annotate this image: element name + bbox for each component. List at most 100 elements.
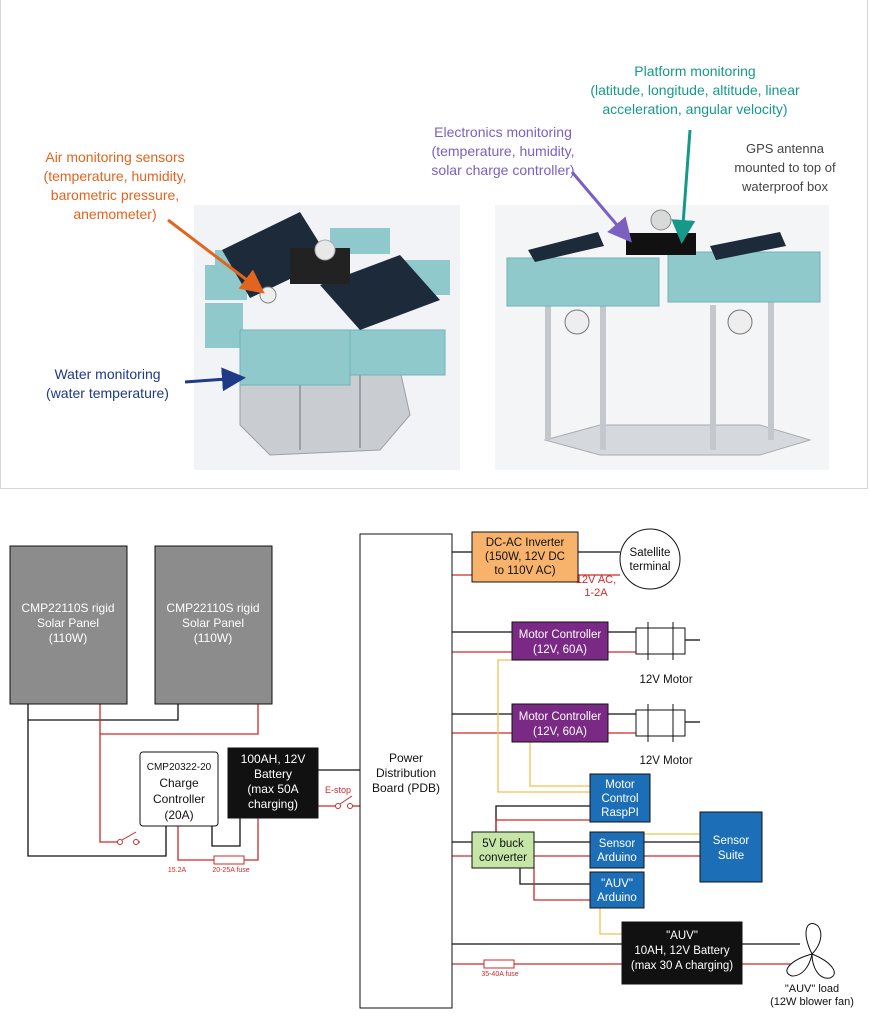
- platform-arrow: [671, 129, 696, 244]
- inverter-label: to 110V AC): [494, 565, 555, 577]
- pdb-label: Power: [389, 751, 423, 765]
- fuse-2-label: 35-40A fuse: [481, 971, 518, 978]
- platform-label-line: (latitude, longitude, altitude, linear: [590, 82, 800, 98]
- fuse-2: [483, 959, 515, 969]
- air-label-line: barometric pressure,: [50, 187, 180, 203]
- solar1-label: CMP22110S rigid: [21, 601, 114, 615]
- buck-label: 5V buck: [482, 838, 524, 850]
- motor-2-label: 12V Motor: [639, 755, 692, 767]
- raspi-label: Motor: [605, 779, 635, 791]
- satellite-label: Satellite: [630, 547, 671, 559]
- solar2-label: (110W): [194, 631, 232, 645]
- motor-1: [635, 622, 686, 660]
- platform-label-line: acceleration, angular velocity): [602, 101, 788, 117]
- solar1-label: Solar Panel: [37, 616, 99, 630]
- buck-converter: [471, 831, 535, 869]
- solar2-label: Solar Panel: [182, 616, 244, 630]
- auv-battery-label: 10AH, 12V Battery: [634, 945, 729, 957]
- air-label-line: anemometer): [73, 206, 157, 222]
- charge-label: (20A): [164, 808, 193, 822]
- battery-label: Battery: [254, 767, 292, 781]
- inverter-label: (150W, 12V DC: [485, 551, 565, 563]
- satellite-terminal: [619, 528, 681, 590]
- electronics-label-line: Electronics monitoring: [434, 124, 572, 140]
- platform-label-line: Platform monitoring: [634, 63, 756, 79]
- electronics-arrow: [570, 171, 632, 243]
- air-arrow: [167, 218, 265, 294]
- satellite-label: terminal: [630, 561, 671, 573]
- electronics-label-line: solar charge controller): [431, 162, 575, 178]
- motor-ctrl-2-label: Motor Controller: [519, 711, 602, 723]
- buoy-render-left: [194, 205, 460, 470]
- e-stop-label: E-stop: [325, 785, 351, 795]
- power-distribution-board: [359, 533, 453, 1009]
- e-stop-switch: [335, 795, 353, 809]
- air-label-line: (temperature, humidity,: [43, 168, 187, 184]
- platform-monitoring-label: Platform monitoring (latitude, longitude…: [580, 62, 810, 119]
- sensor-suite: [699, 811, 763, 883]
- auv-load-label: "AUV" load: [785, 983, 839, 995]
- solar2-label: CMP22110S rigid: [166, 601, 259, 615]
- electronics-label-line: (temperature, humidity,: [431, 143, 575, 159]
- raspi-label: RaspPI: [601, 807, 639, 819]
- motor-controller-1: [511, 621, 609, 661]
- pdb-label: Board (PDB): [372, 781, 440, 795]
- motor-control-raspi: [589, 773, 651, 823]
- motor-2: [635, 704, 686, 742]
- motor-controller-2: [511, 703, 609, 743]
- battery-label: 100AH, 12V: [241, 752, 306, 766]
- buoy-render-right: [495, 205, 829, 470]
- charge-controller: [139, 751, 219, 827]
- current-label: 15.2A: [168, 867, 187, 874]
- gps-label-line: waterproof box: [742, 179, 828, 194]
- auv-battery-label: "AUV": [666, 930, 698, 942]
- motor-1-label: 12V Motor: [639, 674, 692, 686]
- raspi-label: Control: [601, 793, 638, 805]
- water-monitoring-label: Water monitoring (water temperature): [30, 365, 185, 403]
- fuse-1: [213, 855, 245, 865]
- charge-switch: [117, 831, 139, 845]
- sensor-arduino-label: Sensor: [599, 838, 636, 850]
- inverter-label: DC-AC Inverter: [486, 537, 565, 549]
- sensor-suite-label: Sensor: [713, 835, 750, 847]
- sensor-suite-label: Suite: [718, 850, 744, 862]
- fuse-1-label: 20-25A fuse: [212, 867, 249, 874]
- gps-label-line: GPS antenna: [745, 141, 825, 156]
- solar1-label: (110W): [49, 631, 87, 645]
- motor-ctrl-1-label: (12V, 60A): [533, 644, 587, 656]
- auv-battery: [621, 921, 743, 985]
- motor-ctrl-2-label: (12V, 60A): [533, 726, 587, 738]
- gps-label-line: mounted to top of: [734, 160, 836, 175]
- water-arrow: [184, 367, 246, 392]
- auv-arduino-label: "AUV": [601, 878, 633, 890]
- solar-panel-1: [9, 545, 128, 705]
- ac-annotation: 12V AC,: [576, 574, 616, 586]
- air-label-line: Air monitoring sensors: [45, 149, 185, 165]
- gps-antenna-label: GPS antenna mounted to top of waterproof…: [712, 139, 858, 196]
- auv-arduino: [589, 871, 645, 909]
- water-label-line: (water temperature): [46, 385, 169, 401]
- air-monitoring-label: Air monitoring sensors (temperature, hum…: [25, 148, 205, 224]
- motor-ctrl-1-label: Motor Controller: [519, 629, 602, 641]
- pdb-label: Distribution: [376, 766, 436, 780]
- solar-panel-2: [154, 545, 273, 705]
- charge-label: Controller: [153, 792, 205, 806]
- auv-arduino-label: Arduino: [597, 892, 637, 904]
- battery-label: charging): [248, 797, 298, 811]
- electronics-monitoring-label: Electronics monitoring (temperature, hum…: [418, 123, 588, 180]
- sensor-arduino: [589, 831, 645, 869]
- charge-label: CMP20322-20: [147, 762, 212, 773]
- buck-label: converter: [479, 852, 527, 864]
- auv-load-label: (12W blower fan): [770, 996, 854, 1008]
- main-battery: [227, 747, 319, 819]
- sensor-arduino-label: Arduino: [597, 852, 637, 864]
- blower-fan-icon: [786, 923, 835, 979]
- auv-battery-label: (max 30 A charging): [631, 960, 733, 972]
- ac-annotation: 1-2A: [584, 587, 608, 599]
- dc-ac-inverter: [471, 531, 579, 583]
- water-label-line: Water monitoring: [54, 366, 161, 382]
- charge-label: Charge: [159, 776, 199, 790]
- battery-label: (max 50A: [247, 782, 298, 796]
